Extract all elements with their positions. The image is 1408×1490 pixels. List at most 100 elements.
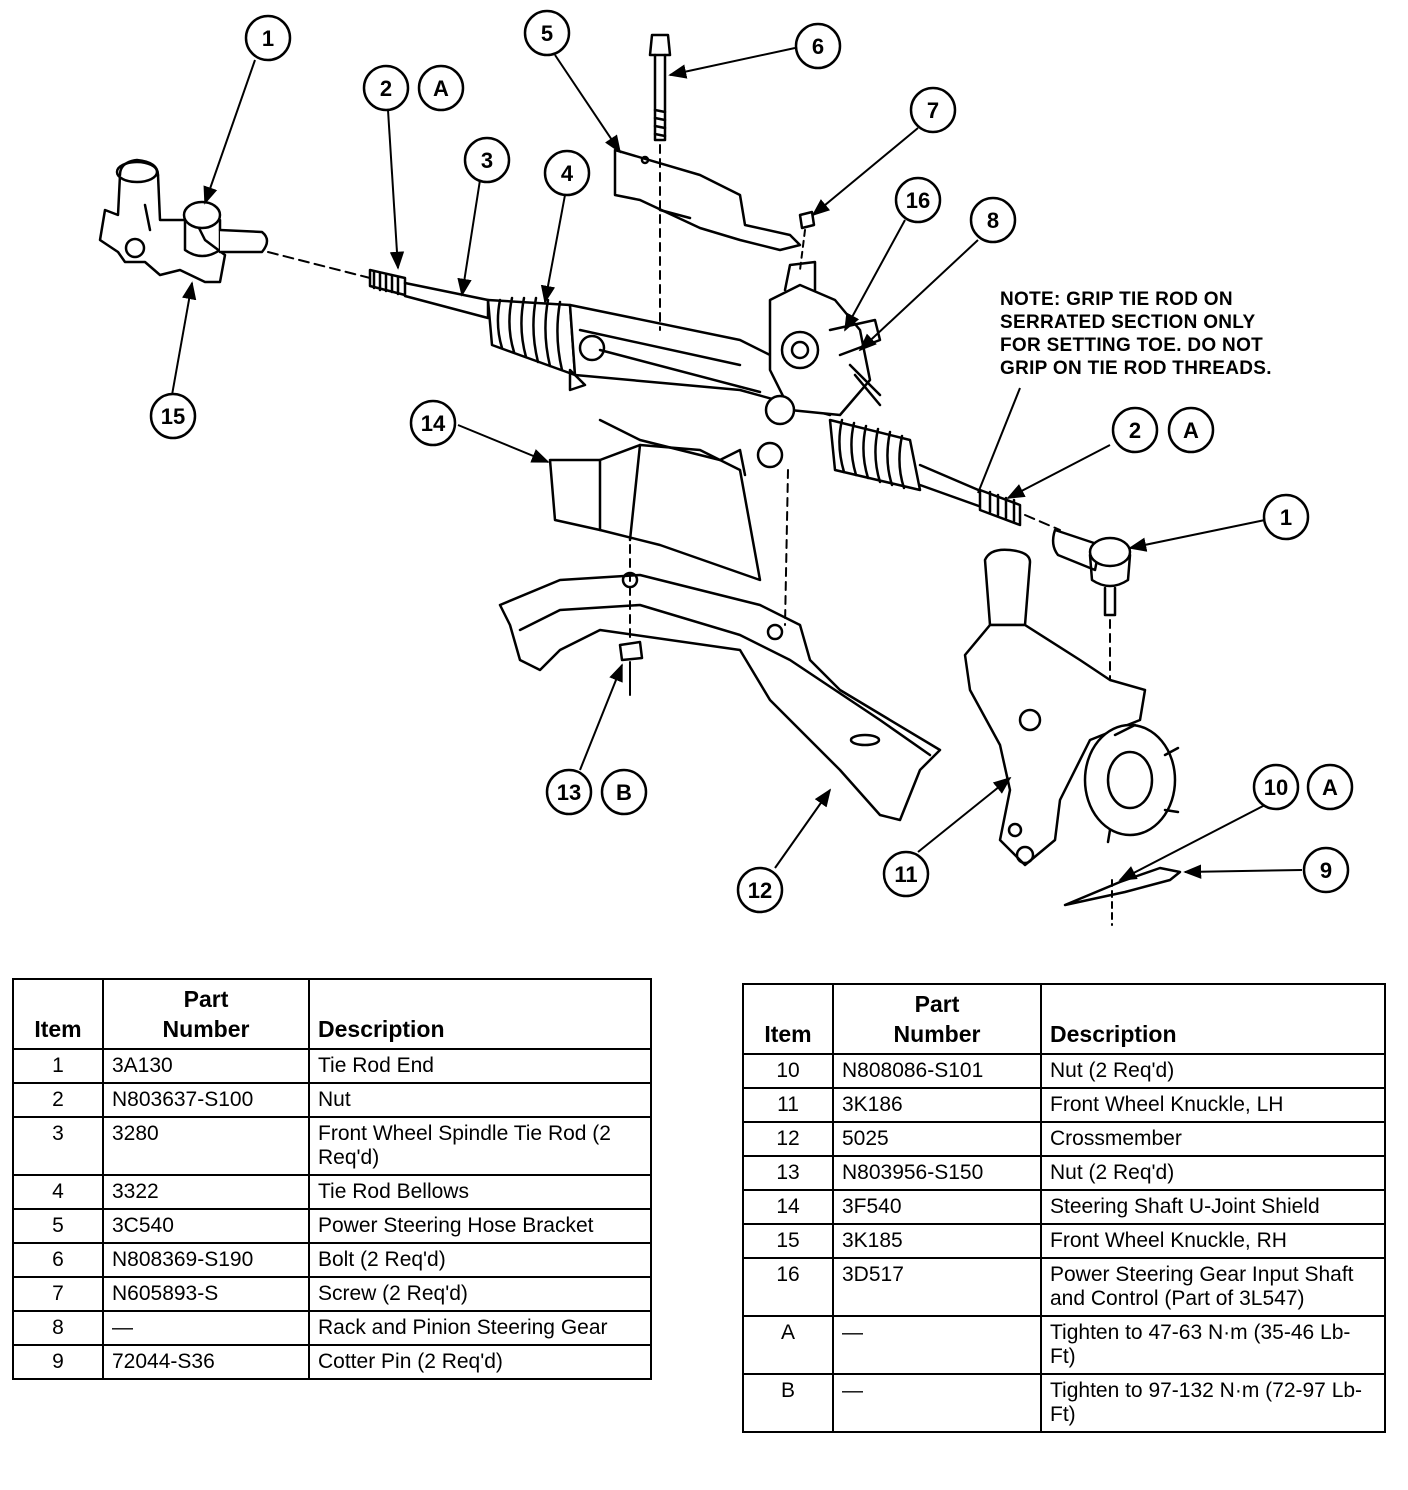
callout-9: 9 (1302, 846, 1350, 894)
callout-1-right: 1 (1262, 493, 1310, 541)
cell-description: Bolt (2 Req'd) (308, 1242, 652, 1278)
header-item: Item (742, 983, 834, 1055)
table-row: B—Tighten to 97-132 N·m (72-97 Lb-Ft) (742, 1373, 1386, 1433)
callout-11: 11 (882, 850, 930, 898)
callout-b: B (600, 768, 648, 816)
cell-part-number: 3C540 (102, 1208, 310, 1244)
svg-text:14: 14 (421, 411, 446, 436)
cell-part-number: 5025 (832, 1121, 1042, 1157)
svg-text:11: 11 (894, 862, 917, 887)
svg-text:6: 6 (812, 34, 824, 59)
callout-3: 3 (463, 136, 511, 184)
svg-text:A: A (433, 76, 449, 101)
svg-text:5: 5 (541, 21, 553, 46)
svg-text:1: 1 (1280, 505, 1292, 530)
note-line: NOTE: GRIP TIE ROD ON (1000, 289, 1233, 310)
cell-part-number: N803956-S150 (832, 1155, 1042, 1191)
callout-a-top: A (417, 64, 465, 112)
cell-part-number: — (832, 1373, 1042, 1433)
cell-item: 5 (12, 1208, 104, 1244)
cell-part-number: — (832, 1315, 1042, 1375)
cell-part-number: — (102, 1310, 310, 1346)
tie-rod-end-right-drawing (1051, 528, 1132, 681)
callout-16: 16 (894, 176, 942, 224)
cell-description: Front Wheel Knuckle, RH (1040, 1223, 1386, 1259)
callout-10: 10 (1252, 763, 1300, 811)
cell-part-number: N808086-S101 (832, 1053, 1042, 1089)
cell-description: Nut (308, 1082, 652, 1118)
svg-text:3: 3 (481, 148, 493, 173)
callout-8: 8 (969, 196, 1017, 244)
cell-item: 7 (12, 1276, 104, 1312)
svg-text:9: 9 (1320, 858, 1332, 883)
tie-rod-note: NOTE: GRIP TIE ROD ON SERRATED SECTION O… (1000, 288, 1330, 380)
svg-text:2: 2 (380, 76, 392, 101)
cell-item: 8 (12, 1310, 104, 1346)
cell-item: 4 (12, 1174, 104, 1210)
callout-6: 6 (794, 22, 842, 70)
callout-2-right: 2 (1111, 406, 1159, 454)
svg-text:8: 8 (987, 208, 999, 233)
svg-text:1: 1 (262, 26, 274, 51)
cell-description: Cotter Pin (2 Req'd) (308, 1344, 652, 1380)
note-line: GRIP ON TIE ROD THREADS. (1000, 358, 1272, 379)
callout-a-right: A (1167, 406, 1215, 454)
cell-item: 11 (742, 1087, 834, 1123)
callout-14: 14 (409, 399, 457, 447)
callout-13: 13 (545, 768, 593, 816)
cell-part-number: 3F540 (832, 1189, 1042, 1225)
tie-rod-end-left-drawing (182, 200, 269, 258)
cell-description: Power Steering Gear Input Shaft and Cont… (1040, 1257, 1386, 1317)
bolt-drawing (648, 33, 672, 331)
svg-text:2: 2 (1129, 418, 1141, 443)
cell-item: 16 (742, 1257, 834, 1317)
cell-part-number: 3A130 (102, 1048, 310, 1084)
cell-item: 1 (12, 1048, 104, 1084)
svg-text:13: 13 (557, 780, 581, 805)
cell-item: 3 (12, 1116, 104, 1176)
cell-description: Tighten to 47-63 N·m (35-46 Lb-Ft) (1040, 1315, 1386, 1375)
cell-part-number: N803637-S100 (102, 1082, 310, 1118)
cell-item: 15 (742, 1223, 834, 1259)
cell-item: 9 (12, 1344, 104, 1380)
cell-part-number: N808369-S190 (102, 1242, 310, 1278)
cell-description: Tie Rod Bellows (308, 1174, 652, 1210)
cell-description: Steering Shaft U-Joint Shield (1040, 1189, 1386, 1225)
bellows-right-drawing (828, 418, 922, 492)
cell-part-number: 3K185 (832, 1223, 1042, 1259)
callout-1-top: 1 (244, 14, 292, 62)
svg-text:15: 15 (161, 404, 185, 429)
svg-text:16: 16 (906, 188, 930, 213)
cell-description: Tie Rod End (308, 1048, 652, 1084)
note-line: FOR SETTING TOE. DO NOT (1000, 335, 1264, 356)
callout-2-top: 2 (362, 64, 410, 112)
cell-item: 6 (12, 1242, 104, 1278)
cell-item: 10 (742, 1053, 834, 1089)
header-description: Description (1040, 983, 1386, 1055)
cell-part-number: 3322 (102, 1174, 310, 1210)
tie-rod-left-drawing (368, 268, 490, 320)
callout-12: 12 (736, 866, 784, 914)
callout-4: 4 (543, 149, 591, 197)
svg-text:A: A (1183, 418, 1199, 443)
svg-text:4: 4 (561, 161, 574, 186)
cell-item: 14 (742, 1189, 834, 1225)
cell-part-number: 3K186 (832, 1087, 1042, 1123)
table-row: A—Tighten to 47-63 N·m (35-46 Lb-Ft) (742, 1315, 1386, 1375)
header-description: Description (308, 978, 652, 1050)
cell-description: Nut (2 Req'd) (1040, 1155, 1386, 1191)
cell-item: 12 (742, 1121, 834, 1157)
svg-text:7: 7 (927, 98, 939, 123)
